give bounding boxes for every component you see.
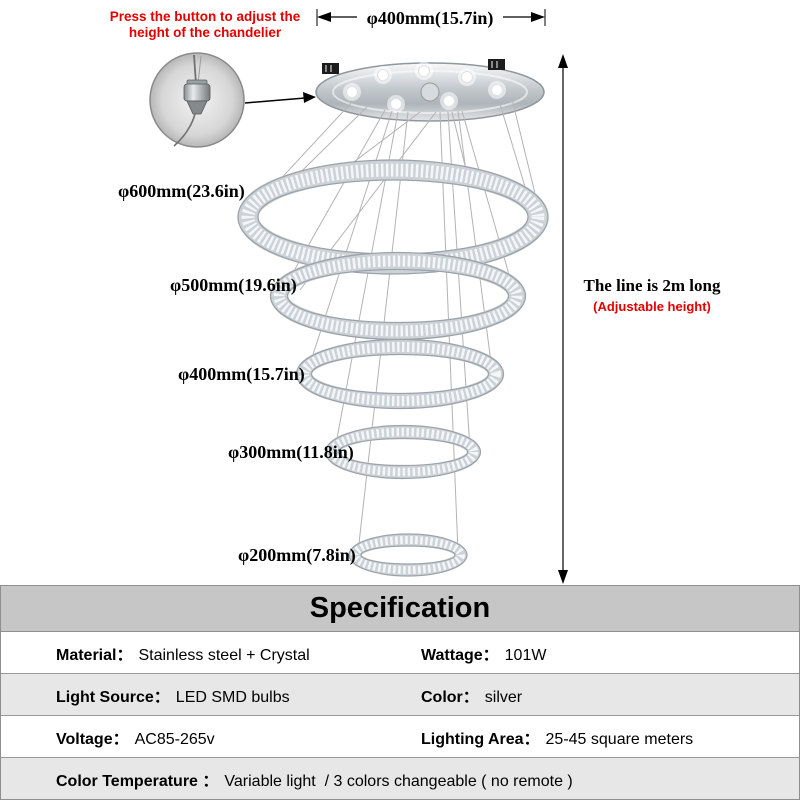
spec-cell-color-temperature: Color Temperature ： Variable light / 3 co… [56, 767, 573, 791]
spec-row-voltage: Voltage： AC85-265v Lighting Area： 25-45 sq… [1, 716, 799, 758]
ring-500mm [269, 251, 527, 341]
spec-value-wattage: 101W [504, 646, 547, 664]
spec-label-material: Material： [56, 646, 133, 664]
spec-label-color-temperature: Color Temperature ： [56, 772, 219, 790]
ring-400-label: φ400mm(15.7in) [178, 364, 305, 385]
ring-200mm [348, 533, 468, 577]
spec-value-color: silver [484, 688, 523, 706]
spec-cell-voltage: Voltage： AC85-265v [56, 725, 421, 749]
ring-300mm [324, 424, 482, 480]
spec-row-color-temperature: Color Temperature ： Variable light / 3 co… [1, 758, 799, 799]
adjust-note-line1: Press the button to adjust the [110, 9, 301, 24]
spec-label-lighting-area: Lighting Area： [421, 730, 540, 748]
ring-200-label: φ200mm(7.8in) [238, 545, 356, 566]
spec-label-light-source: Light Source： [56, 688, 170, 706]
spec-cell-color: Color： silver [421, 683, 799, 707]
spec-value-voltage: AC85-265v [134, 730, 215, 748]
spec-row-material: Material： Stainless steel + Crystal Watta… [1, 632, 799, 674]
ring-400mm [295, 338, 505, 410]
spec-label-voltage: Voltage： [56, 730, 129, 748]
spec-value-color-temperature: Variable light / 3 colors changeable ( n… [224, 772, 573, 790]
spec-row-light-source: Light Source： LED SMD bulbs Color： silver [1, 674, 799, 716]
spec-value-light-source: LED SMD bulbs [175, 688, 290, 706]
specification-section: Specification Material： Stainless steel +… [0, 585, 800, 800]
inset-pointer-arrow [244, 92, 316, 104]
spec-value-lighting-area: 25-45 square meters [545, 730, 694, 748]
ceiling-canopy [315, 59, 545, 122]
spec-title: Specification [1, 586, 799, 632]
chandelier-diagram: Press the button to adjust the height of… [109, 8, 721, 584]
arrow-right-icon [531, 12, 545, 22]
spec-cell-material: Material： Stainless steel + Crystal [56, 641, 421, 665]
ring-300-label: φ300mm(11.8in) [228, 442, 354, 463]
height-adjuster-inset [149, 52, 245, 148]
spec-label-color: Color： [421, 688, 479, 706]
ring-600-label: φ600mm(23.6in) [118, 181, 245, 202]
chandelier-drawing-svg: Press the button to adjust the height of… [110, 8, 721, 584]
ring-500-label: φ500mm(19.6in) [170, 275, 297, 296]
arrow-up-icon [558, 54, 568, 68]
spec-value-material: Stainless steel + Crystal [138, 646, 310, 664]
canopy-width-dimension: φ400mm(15.7in) [316, 8, 546, 29]
led-lights [343, 62, 506, 113]
height-dimension: The line is 2m long (Adjustable height) [558, 54, 721, 584]
spec-label-wattage: Wattage： [421, 646, 499, 664]
canopy-dimension-label: φ400mm(15.7in) [367, 8, 494, 29]
adjust-note-line2: height of the chandelier [129, 25, 282, 40]
adjuster-button [183, 83, 211, 102]
arrow-down-icon [558, 570, 568, 584]
canopy-hardware [322, 59, 505, 74]
spec-cell-lighting-area: Lighting Area： 25-45 square meters [421, 725, 799, 749]
spec-cell-light-source: Light Source： LED SMD bulbs [56, 683, 421, 707]
arrow-left-icon [317, 12, 331, 22]
height-note-main: The line is 2m long [584, 276, 721, 295]
spec-cell-wattage: Wattage： 101W [421, 641, 799, 665]
height-note-sub: (Adjustable height) [593, 299, 711, 314]
